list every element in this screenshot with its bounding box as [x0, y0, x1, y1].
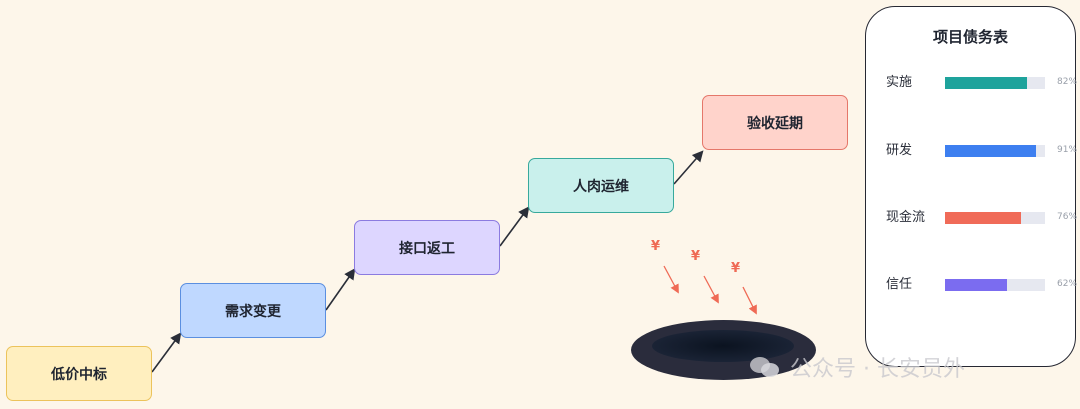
debt-percent: 82% [1057, 77, 1078, 87]
debt-row: 信任 62% [866, 275, 1078, 295]
debt-percent: 62% [1057, 279, 1078, 289]
falling-arrow-2 [703, 275, 719, 304]
arrow-step4-to-step5 [673, 150, 704, 185]
watermark-text: 公众号 · 长安员外 [790, 357, 965, 382]
debt-bar-fill [945, 145, 1036, 157]
yen-icon: ¥ [651, 239, 661, 254]
debt-panel: 项目债务表 实施 82% 研发 91% 现金流 76% 信任 [865, 6, 1078, 367]
debt-percent: 76% [1057, 212, 1078, 222]
debt-label: 实施 [886, 75, 913, 90]
debt-bar-fill [945, 212, 1021, 224]
step-label: 人肉运维 [573, 178, 629, 195]
watermark: 公众号 · 长安员外 [750, 350, 965, 384]
step-manual-ops: 人肉运维 [528, 158, 674, 213]
falling-arrow-1 [663, 265, 679, 294]
step-interface-rework: 接口返工 [354, 220, 500, 275]
step-label: 低价中标 [51, 366, 107, 383]
debt-panel-title: 项目债务表 [932, 28, 1008, 46]
step-requirement-change: 需求变更 [180, 283, 326, 338]
wechat-icon [750, 355, 780, 379]
debt-bar-fill [945, 77, 1027, 89]
debt-bar-fill [945, 279, 1007, 291]
falling-arrow-3 [742, 286, 757, 315]
debt-bar-track [945, 77, 1045, 89]
yen-icon: ¥ [731, 261, 741, 276]
arrow-step3-to-step4 [499, 206, 530, 247]
yen-icon: ¥ [691, 249, 701, 264]
debt-label: 现金流 [886, 210, 926, 225]
step-label: 需求变更 [225, 303, 281, 320]
arrow-step2-to-step3 [325, 268, 356, 311]
debt-bar-track [945, 212, 1045, 224]
debt-row: 研发 91% [866, 141, 1078, 161]
arrow-step1-to-step2 [151, 332, 182, 373]
step-low-bid: 低价中标 [6, 346, 152, 401]
step-acceptance-delay: 验收延期 [702, 95, 848, 150]
debt-row: 现金流 76% [866, 208, 1078, 228]
debt-row: 实施 82% [866, 73, 1078, 93]
step-label: 接口返工 [399, 240, 455, 257]
debt-label: 研发 [886, 143, 913, 158]
debt-label: 信任 [886, 277, 913, 292]
debt-bar-track [945, 279, 1045, 291]
debt-percent: 91% [1057, 145, 1078, 155]
debt-bar-track [945, 145, 1045, 157]
step-label: 验收延期 [747, 115, 803, 132]
money-pit-inner [652, 330, 794, 362]
